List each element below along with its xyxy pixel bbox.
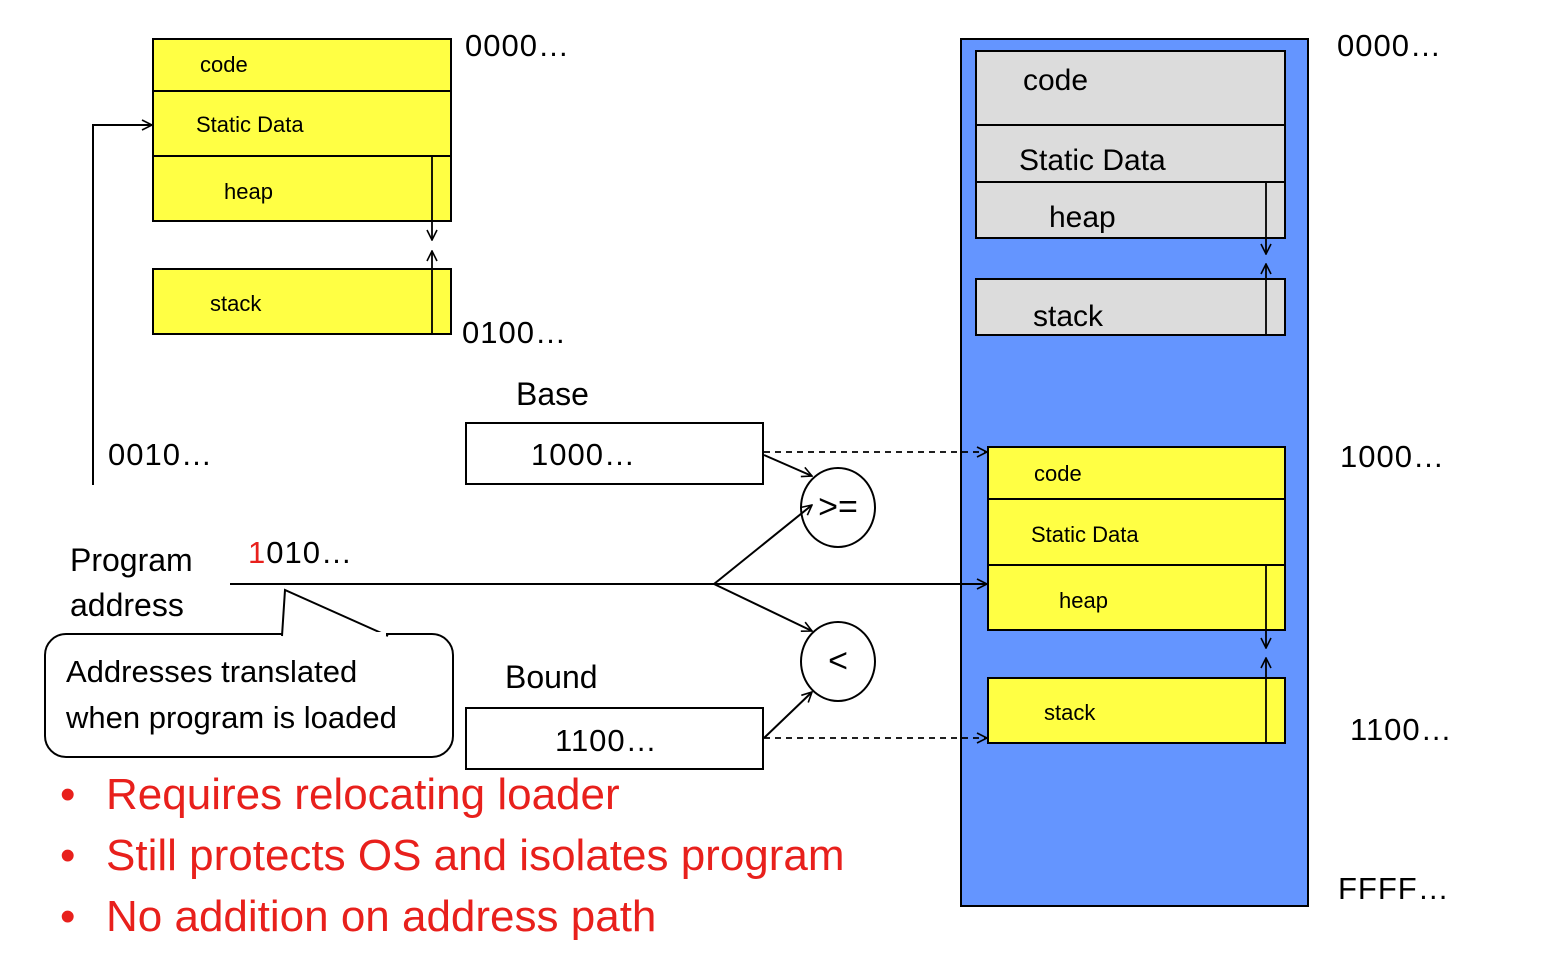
physical-start-address: 0000… xyxy=(1337,28,1442,63)
os-static-data-label: Static Data xyxy=(1019,144,1166,177)
os-code-segment: code xyxy=(975,50,1286,126)
program-code-label: code xyxy=(200,52,248,77)
translation-callout: Addresses translated when program is loa… xyxy=(44,633,454,758)
program-heap-segment: heap xyxy=(152,155,452,222)
base-to-comparator-arrow xyxy=(763,454,812,476)
os-heap-label: heap xyxy=(1049,201,1116,234)
callout-line1: Addresses translated xyxy=(66,654,358,689)
program-stack-segment: stack xyxy=(152,268,452,335)
callout-line2: when program is loaded xyxy=(66,700,397,735)
program-address-rest: 010… xyxy=(266,535,353,570)
program-code-segment: code xyxy=(152,38,452,92)
address-to-ge-arrow xyxy=(713,505,812,585)
program-static-data-label: Static Data xyxy=(196,112,304,137)
program-end-address: 0100… xyxy=(462,315,567,350)
program-pointer-address: 0010… xyxy=(108,437,213,472)
physical-base-address: 1000… xyxy=(1340,439,1445,474)
program-address-label-line1: Program xyxy=(70,542,193,578)
pointer-arrow xyxy=(92,125,152,485)
bound-value: 1100… xyxy=(555,723,658,758)
bound-to-comparator-arrow xyxy=(763,692,812,739)
less-than-symbol: < xyxy=(828,642,848,680)
physical-end-address: FFFF… xyxy=(1338,871,1450,906)
program-address-highlight-digit: 1 xyxy=(248,535,267,570)
loaded-heap-label: heap xyxy=(1059,588,1108,613)
program-stack-label: stack xyxy=(210,291,262,316)
os-stack-segment: stack xyxy=(975,278,1286,336)
loaded-stack-label: stack xyxy=(1044,700,1096,725)
base-value: 1000… xyxy=(531,437,636,472)
program-static-data-segment: Static Data xyxy=(152,90,452,157)
physical-bound-address: 1100… xyxy=(1350,712,1453,747)
base-label: Base xyxy=(516,376,589,412)
less-than-comparator: < xyxy=(800,621,876,702)
greater-equal-symbol: >= xyxy=(818,488,858,526)
note-item: Requires relocating loader xyxy=(60,764,845,825)
base-register: 1000… xyxy=(465,422,764,485)
program-address-value: 1010… xyxy=(248,535,353,571)
program-address-label-line2: address xyxy=(70,587,184,623)
bound-label: Bound xyxy=(505,659,598,695)
program-heap-label: heap xyxy=(224,179,273,204)
loaded-heap-segment: heap xyxy=(987,564,1286,631)
os-static-data-segment: Static Data xyxy=(975,124,1286,183)
notes-list: Requires relocating loader Still protect… xyxy=(60,764,845,947)
loaded-code-label: code xyxy=(1034,461,1082,486)
loaded-code-segment: code xyxy=(987,446,1286,500)
os-heap-segment: heap xyxy=(975,181,1286,239)
os-code-label: code xyxy=(1023,64,1089,97)
os-stack-label: stack xyxy=(1033,300,1104,333)
bound-register: 1100… xyxy=(465,707,764,770)
loaded-stack-segment: stack xyxy=(987,677,1286,744)
note-item: Still protects OS and isolates program xyxy=(60,825,845,886)
program-start-address: 0000… xyxy=(465,28,570,63)
note-item: No addition on address path xyxy=(60,886,845,947)
address-to-lt-arrow xyxy=(713,583,812,631)
loaded-static-data-label: Static Data xyxy=(1031,522,1139,547)
